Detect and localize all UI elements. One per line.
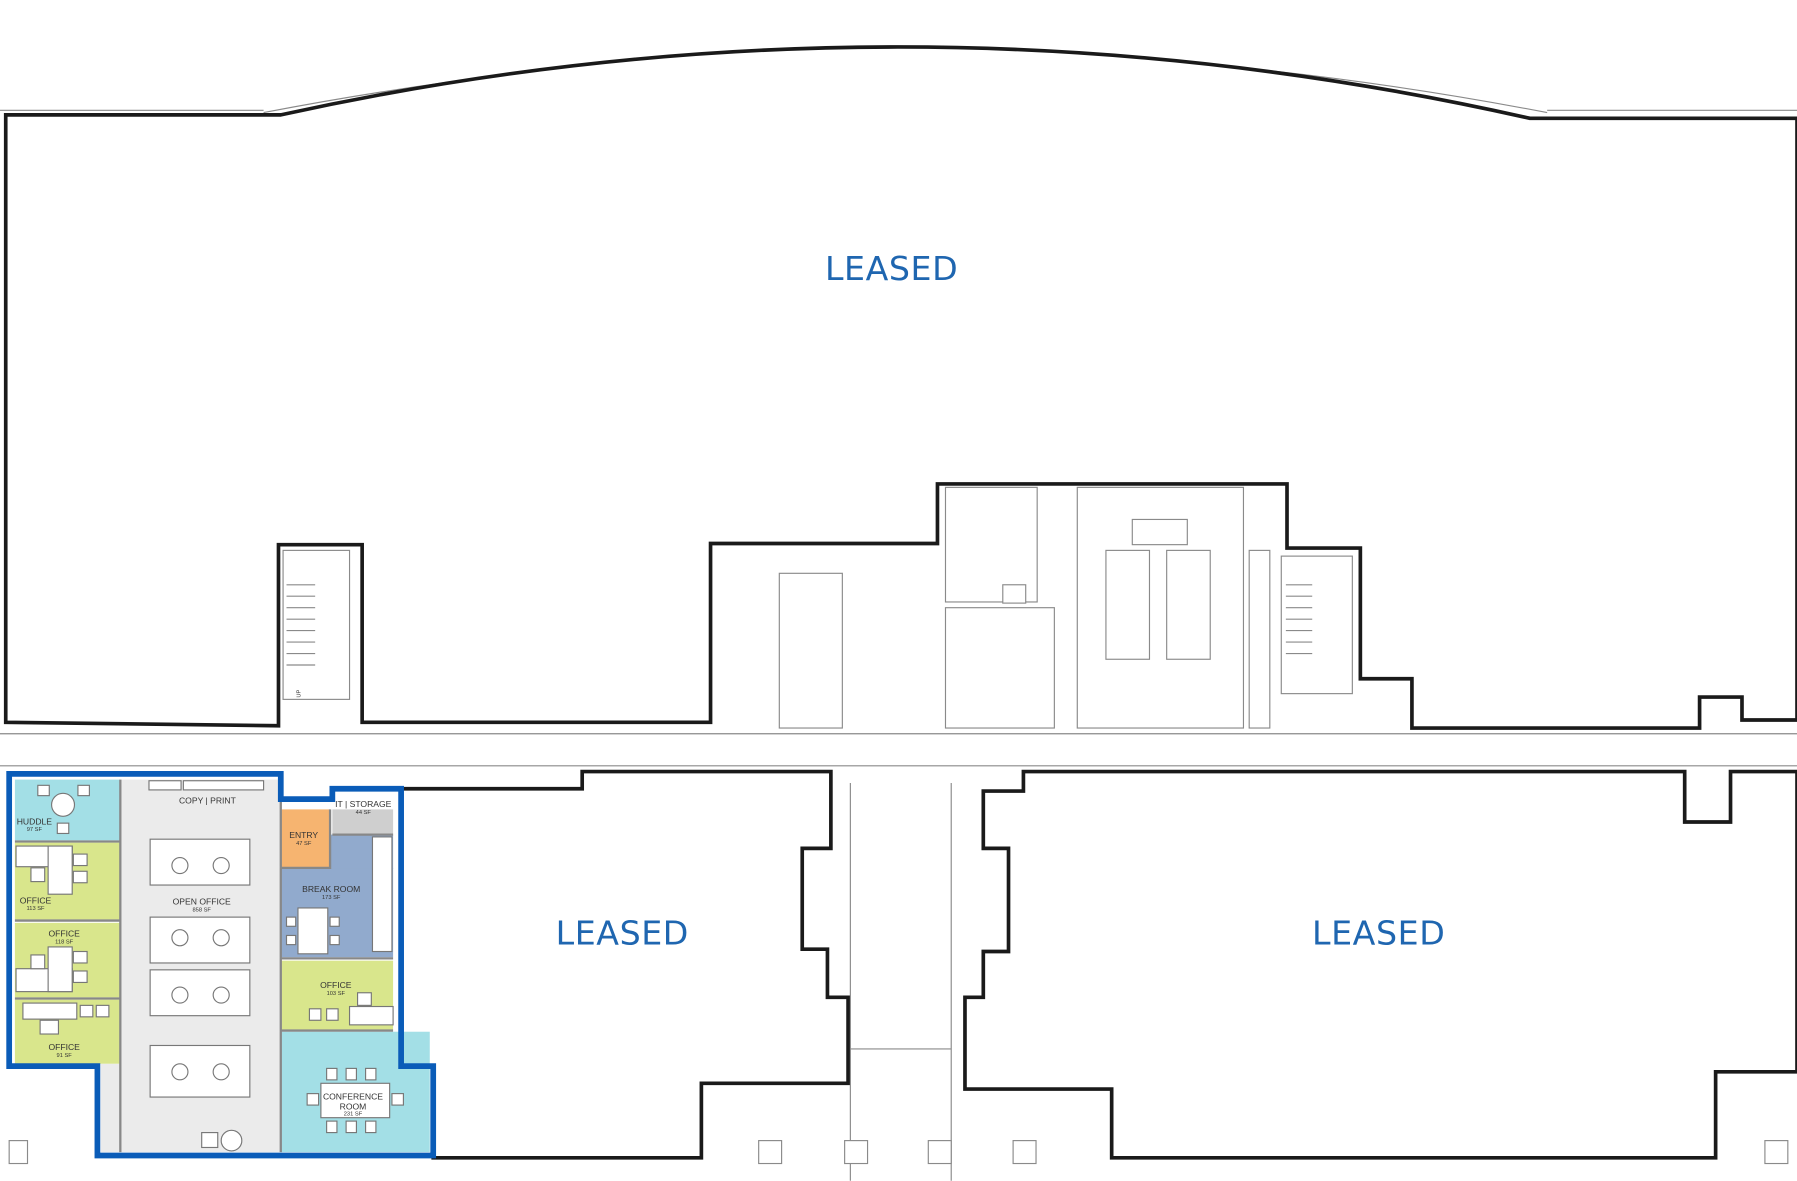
svg-text:173 SF: 173 SF	[322, 895, 341, 901]
leased-label-south-east: LEASED	[1312, 914, 1445, 953]
label-office-91: OFFICE	[48, 1042, 80, 1052]
svg-text:ROOM: ROOM	[340, 1102, 367, 1112]
leased-area-south-east[interactable]	[963, 769, 1797, 1160]
leased-label-south-center: LEASED	[556, 914, 689, 953]
label-office-103: OFFICE	[320, 980, 352, 990]
building-core: UP	[0, 486, 1797, 1181]
svg-text:97 SF: 97 SF	[27, 827, 43, 833]
label-it-storage: IT | STORAGE	[335, 799, 392, 809]
label-huddle: HUDDLE	[17, 816, 53, 826]
svg-text:118 SF: 118 SF	[55, 939, 74, 945]
svg-text:231 SF: 231 SF	[344, 1111, 363, 1117]
svg-text:858 SF: 858 SF	[192, 907, 211, 913]
leased-area-north[interactable]	[3, 45, 1797, 730]
label-office-118: OFFICE	[48, 929, 80, 939]
svg-text:44 SF: 44 SF	[356, 810, 372, 816]
label-open-office: OPEN OFFICE	[173, 897, 231, 907]
svg-text:103 SF: 103 SF	[327, 991, 346, 997]
label-conference: CONFERENCE	[323, 1091, 383, 1101]
stair-treads-west	[286, 584, 316, 666]
stair-west	[282, 549, 351, 700]
label-entry: ENTRY	[289, 830, 318, 840]
available-suite[interactable]: HUDDLE 97 SF OFFICE 113 SF OFFICE 118 SF…	[6, 771, 437, 1159]
label-break-room: BREAK ROOM	[302, 884, 360, 894]
room-entry[interactable]	[280, 809, 331, 868]
svg-text:91 SF: 91 SF	[57, 1053, 73, 1059]
room-it-storage[interactable]	[332, 809, 394, 835]
leased-area-south-center[interactable]	[399, 769, 850, 1160]
svg-text:113 SF: 113 SF	[27, 906, 46, 912]
stair-up-label: UP	[296, 689, 302, 697]
furniture	[15, 780, 404, 1152]
suite-outline	[6, 771, 437, 1159]
svg-text:47 SF: 47 SF	[296, 841, 312, 847]
facade-columns	[8, 1140, 1789, 1165]
label-office-113: OFFICE	[20, 895, 52, 905]
label-copy-print: COPY | PRINT	[179, 796, 237, 806]
stair-east	[1280, 555, 1353, 695]
leased-label-north: LEASED	[825, 249, 958, 288]
